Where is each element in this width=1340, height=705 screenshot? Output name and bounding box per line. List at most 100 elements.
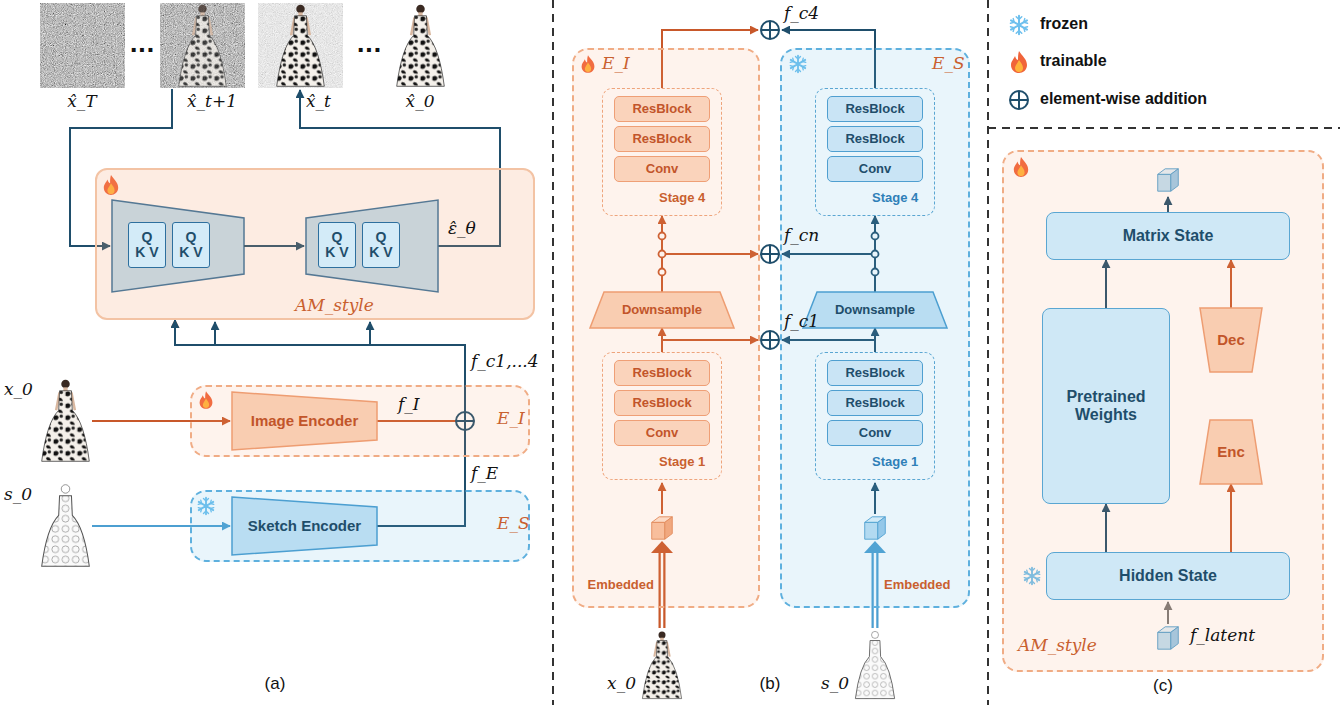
label: x̂_t+1 (187, 92, 237, 112)
legend-entry: element-wise addition (1040, 90, 1207, 108)
node-text: Conv (646, 162, 679, 177)
node-text: E_I (497, 409, 525, 429)
dress-figure (397, 5, 445, 87)
qkv-box: QK V (362, 222, 400, 268)
wire (369, 322, 371, 345)
node-text: Downsample (835, 303, 915, 318)
add-symbol (761, 331, 779, 349)
legend-trainable-icon (1011, 51, 1027, 73)
trapezoid-outline (1200, 420, 1262, 484)
wire (214, 322, 216, 345)
sketch-figure (855, 631, 894, 698)
label: x_0 (4, 380, 33, 400)
label: f_c4 (784, 4, 819, 24)
image-encoder: Image Encoder (232, 392, 377, 450)
qkv-box: QK V (318, 222, 356, 268)
legend-add-symbol (1010, 91, 1028, 109)
noise-image (258, 3, 343, 88)
label: ... (129, 32, 154, 57)
node-text: Dec (1217, 331, 1245, 348)
node-text: AM_style (295, 296, 374, 316)
decoder: Dec (1200, 308, 1262, 372)
encoder-region: E_I Image Encoder (190, 385, 530, 457)
divider (987, 0, 989, 705)
label: ... (356, 32, 381, 57)
noise-image (40, 3, 125, 88)
state-box: Hidden State (1046, 552, 1290, 600)
node-text: ResBlock (632, 396, 691, 411)
panel-dividers (553, 0, 1340, 705)
stage-box: Stage 1ResBlockResBlockConv (602, 352, 722, 480)
label: x̂_T (67, 92, 96, 112)
node-text: Q (142, 230, 153, 245)
sketch-figure (42, 485, 90, 567)
label: (a) (265, 674, 286, 694)
legend-text: element-wise addition (1040, 90, 1207, 107)
attention-module: AM_styleQK VQK VQK VQK V (95, 168, 535, 320)
add-symbol (761, 21, 779, 39)
node-text: ResBlock (632, 132, 691, 147)
sketch-encoder: Sketch Encoder (232, 497, 377, 555)
node-text: K V (325, 245, 348, 260)
node-text: ResBlock (845, 132, 904, 147)
diffusion-steps (40, 3, 444, 88)
node-text: K V (179, 245, 202, 260)
node-text: ResBlock (845, 396, 904, 411)
node-text: ResBlock (845, 102, 904, 117)
downsample: Downsample (803, 292, 947, 328)
block-box: ResBlock (827, 390, 923, 416)
node-text: Stage 1 (659, 455, 705, 470)
legend-frozen-icon (1010, 16, 1027, 34)
label: (c) (1153, 676, 1173, 696)
module-region: AM_styleMatrix StatePretrained WeightsDe… (1002, 150, 1324, 672)
label: f_c1,...4 (471, 352, 539, 372)
node-text: Stage 4 (659, 191, 705, 206)
weights-box: Pretrained Weights (1042, 308, 1170, 504)
label: f_E (471, 464, 498, 484)
node-text: K V (135, 245, 158, 260)
node-text: Stage 4 (872, 191, 918, 206)
encoder: Enc (1200, 420, 1262, 484)
node-text: Pretrained Weights (1043, 388, 1169, 425)
node-text: E_I (602, 54, 630, 74)
node-text: Hidden State (1119, 567, 1217, 585)
trapezoid-outline (232, 497, 377, 555)
node-text: Matrix State (1123, 227, 1214, 245)
node-text: ResBlock (632, 102, 691, 117)
label: x_0 (607, 674, 636, 694)
stage-box: Stage 4ResBlockResBlockConv (815, 88, 935, 216)
node-text: Enc (1217, 443, 1245, 460)
block-box: ResBlock (614, 390, 710, 416)
divider (988, 127, 1340, 129)
legend-entry: frozen (1040, 15, 1088, 33)
encoder-region: E_IStage 4ResBlockResBlockConvDownsample… (572, 48, 760, 608)
node-text: Conv (859, 426, 892, 441)
stage-box: Stage 1ResBlockResBlockConv (815, 352, 935, 480)
label: s_0 (821, 674, 849, 694)
dress-figure (179, 5, 227, 87)
qkv-box: QK V (128, 222, 166, 268)
stage-box: Stage 4ResBlockResBlockConv (602, 88, 722, 216)
qkv-box: QK V (172, 222, 210, 268)
dress-figure (42, 380, 90, 462)
label: s_0 (4, 485, 32, 505)
downsample: Downsample (590, 292, 734, 328)
node-text: Downsample (622, 303, 702, 318)
dress-figure (642, 631, 681, 698)
node-text: Conv (646, 426, 679, 441)
dress-figure (277, 5, 325, 87)
encoder-region: E_SStage 4ResBlockResBlockConvDownsample… (780, 48, 970, 608)
image-ground (258, 3, 343, 88)
node-text: ResBlock (632, 366, 691, 381)
block-box: ResBlock (827, 96, 923, 122)
block-box: Conv (614, 156, 710, 182)
node-text: Sketch Encoder (248, 517, 361, 534)
block-box: ResBlock (827, 360, 923, 386)
node-text: Q (376, 230, 387, 245)
node-text: K V (369, 245, 392, 260)
block-box: ResBlock (614, 96, 710, 122)
legend-text: frozen (1040, 15, 1088, 32)
trapezoid-outline (1200, 308, 1262, 372)
node-text: E_S (497, 514, 530, 534)
